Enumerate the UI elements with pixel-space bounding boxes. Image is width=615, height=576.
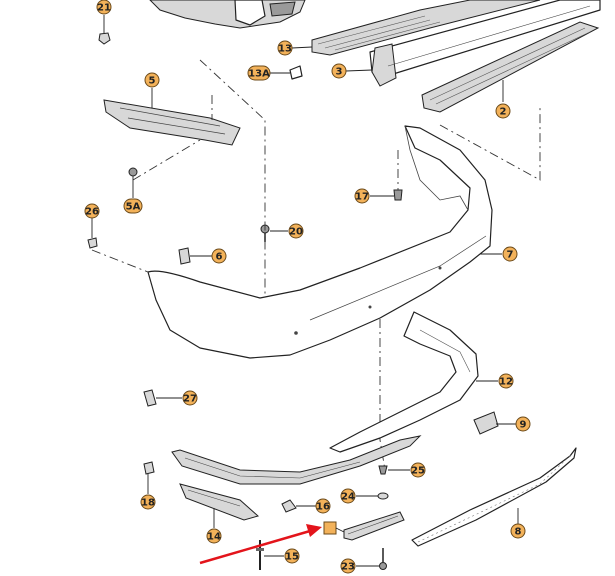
callout-14: 14 bbox=[206, 528, 222, 544]
callout-2: 2 bbox=[495, 103, 511, 119]
clip-13a bbox=[268, 65, 303, 80]
bracket-9 bbox=[473, 411, 516, 435]
callout-7: 7 bbox=[502, 246, 518, 262]
callout-26: 26 bbox=[84, 203, 100, 219]
callout-16: 16 bbox=[315, 498, 331, 514]
callout-13a: 13A bbox=[247, 65, 271, 81]
grommet-24 bbox=[356, 492, 389, 500]
svg-text:16: 16 bbox=[316, 502, 330, 513]
clip-17 bbox=[370, 189, 403, 201]
callout-5: 5 bbox=[144, 72, 160, 88]
callout-17: 17 bbox=[354, 188, 370, 204]
svg-text:7: 7 bbox=[507, 250, 514, 261]
clip-16 bbox=[281, 499, 316, 513]
rear-body-structure bbox=[149, 0, 306, 29]
red-pointer-arrow bbox=[199, 524, 322, 565]
clip-18 bbox=[143, 461, 155, 494]
svg-text:13: 13 bbox=[278, 44, 292, 55]
callout-21: 21 bbox=[96, 0, 112, 15]
svg-text:2: 2 bbox=[500, 107, 507, 118]
callout-5a: 5A bbox=[123, 198, 143, 214]
svg-text:27: 27 bbox=[183, 394, 197, 405]
bumper-cover-7 bbox=[147, 125, 502, 359]
callout-8: 8 bbox=[510, 523, 526, 539]
callouts: 21 13 13A 3 5 2 5A 17 bbox=[84, 0, 531, 574]
callout-13: 13 bbox=[277, 40, 293, 56]
callout-25: 25 bbox=[410, 462, 426, 478]
clip-27 bbox=[143, 389, 182, 407]
svg-text:20: 20 bbox=[289, 227, 303, 238]
impact-beam-3 bbox=[345, 0, 601, 87]
svg-text:13A: 13A bbox=[248, 69, 270, 80]
svg-text:3: 3 bbox=[336, 67, 343, 78]
lower-trim-14 bbox=[171, 435, 422, 485]
svg-text:17: 17 bbox=[355, 192, 369, 203]
svg-text:14: 14 bbox=[207, 532, 221, 543]
callout-18: 18 bbox=[140, 494, 156, 510]
callout-24: 24 bbox=[340, 488, 356, 504]
svg-text:6: 6 bbox=[216, 252, 223, 263]
svg-text:25: 25 bbox=[411, 466, 425, 477]
highlighted-callout-marker bbox=[323, 521, 337, 535]
svg-text:23: 23 bbox=[341, 562, 355, 573]
svg-text:15: 15 bbox=[285, 552, 299, 563]
svg-text:8: 8 bbox=[515, 527, 522, 538]
callout-6: 6 bbox=[211, 248, 227, 264]
clip-21 bbox=[98, 15, 111, 45]
callout-3: 3 bbox=[331, 63, 347, 79]
svg-text:9: 9 bbox=[520, 420, 527, 431]
screw-5a bbox=[128, 167, 138, 198]
clip-25 bbox=[378, 465, 410, 475]
callout-27: 27 bbox=[182, 390, 198, 406]
callout-23: 23 bbox=[340, 558, 356, 574]
assembly-guide-lines bbox=[91, 59, 541, 471]
callout-9: 9 bbox=[515, 416, 531, 432]
callout-15: 15 bbox=[284, 548, 300, 564]
svg-text:5A: 5A bbox=[126, 202, 141, 213]
callout-12: 12 bbox=[498, 373, 514, 389]
bracket-5 bbox=[103, 88, 241, 146]
clip-6 bbox=[178, 247, 212, 265]
clip-26 bbox=[87, 218, 98, 249]
grille-strip-13 bbox=[291, 0, 541, 56]
trim-strip-8 bbox=[411, 447, 577, 547]
svg-text:5: 5 bbox=[149, 76, 156, 87]
diffuser-12 bbox=[329, 311, 498, 453]
svg-text:21: 21 bbox=[97, 3, 111, 14]
callout-20: 20 bbox=[288, 223, 304, 239]
svg-text:24: 24 bbox=[341, 492, 355, 503]
svg-text:12: 12 bbox=[499, 377, 513, 388]
screw-23 bbox=[356, 548, 387, 570]
svg-text:26: 26 bbox=[85, 207, 99, 218]
svg-text:18: 18 bbox=[141, 498, 155, 509]
absorber-2 bbox=[421, 21, 600, 113]
tow-cover-bracket bbox=[323, 511, 405, 541]
bracket-14 bbox=[179, 483, 260, 528]
